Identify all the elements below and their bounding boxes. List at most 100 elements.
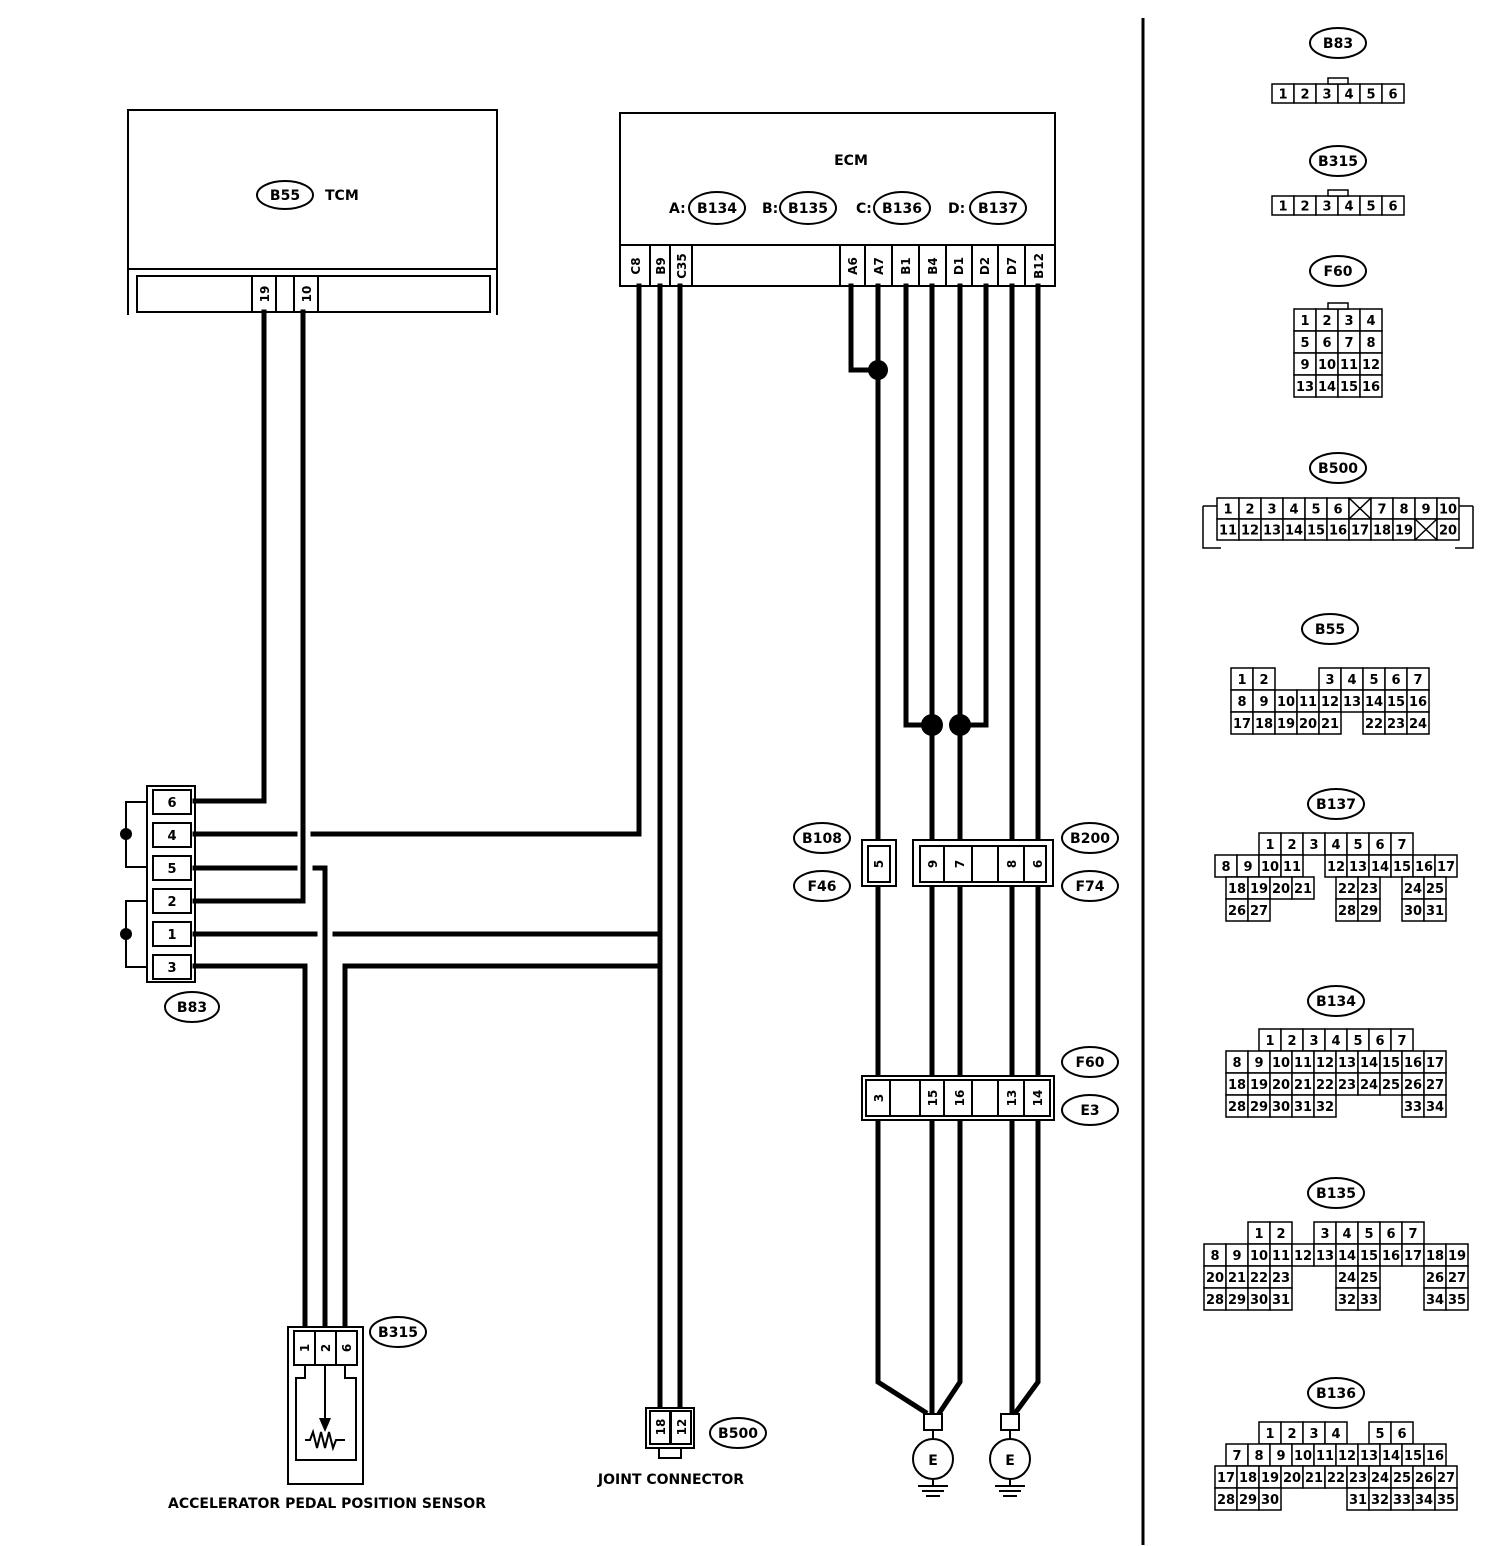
tcm-pin-10: 10	[300, 286, 314, 303]
connector-view-pin: 19	[1395, 524, 1413, 539]
connector-view-pin: 22	[1316, 1078, 1334, 1093]
connector-view-pin: 21	[1321, 717, 1339, 732]
connector-view-pin: 23	[1360, 882, 1378, 897]
connector-view-pin: 27	[1426, 1078, 1444, 1093]
connector-view-pin: 2	[1300, 88, 1309, 103]
connector-view-pin: 17	[1404, 1249, 1422, 1264]
connector-view-pin: 30	[1272, 1100, 1290, 1115]
connector-view-pin: 8	[1221, 860, 1230, 875]
connector-view-pin: 18	[1228, 1078, 1246, 1093]
connector-view-pin: 13	[1360, 1449, 1378, 1464]
connector-view-pin: 3	[1267, 503, 1276, 518]
b108-f46-connector: 5 B108 F46	[793, 822, 897, 902]
connector-view-pin: 15	[1393, 860, 1411, 875]
sensor-caption: ACCELERATOR PEDAL POSITION SENSOR	[168, 1496, 486, 1512]
connector-view-pin: 10	[1250, 1249, 1268, 1264]
connector-view-pin: 5	[1366, 200, 1375, 215]
connector-view-pin: 9	[1254, 1056, 1263, 1071]
connector-view-pin: 2	[1322, 314, 1331, 329]
b500-pin-12: 12	[675, 1419, 689, 1436]
b315-pin-6: 6	[340, 1344, 354, 1352]
b83-pin-1: 1	[167, 928, 176, 943]
connector-view-pin: 3	[1344, 314, 1353, 329]
connector-view-pin: 20	[1206, 1271, 1224, 1286]
connector-view-pin: 5	[1375, 1427, 1384, 1442]
connector-view-tag: B134	[1316, 994, 1356, 1010]
b315-tag: B315	[378, 1325, 418, 1341]
b315-pin-1: 1	[298, 1344, 312, 1352]
connector-view-pin: 22	[1327, 1471, 1345, 1486]
connector-view-pin: 4	[1347, 673, 1356, 688]
tcm-connector-tag: B55	[270, 188, 300, 204]
ecm-connector-b134: B134	[697, 201, 737, 217]
ecm-pin-b9: B9	[654, 257, 668, 275]
connector-view-pin: 7	[1397, 1034, 1406, 1049]
f60-e3-connector: 3 15 16 13 14 F60 E3	[861, 1046, 1119, 1126]
connector-view-pin: 15	[1340, 380, 1358, 395]
connector-view-pin: 6	[1322, 336, 1331, 351]
connector-view-pin: 30	[1261, 1493, 1279, 1508]
connector-view-pin: 20	[1299, 717, 1317, 732]
connector-view-pin: 11	[1299, 695, 1317, 710]
ecm-pin-d2: D2	[978, 257, 992, 275]
connector-view-pin: 16	[1426, 1449, 1444, 1464]
connector-view-pin: 1	[1265, 1427, 1274, 1442]
b83-pin-5: 5	[167, 862, 176, 877]
joint-caption: JOINT CONNECTOR	[597, 1472, 744, 1488]
connector-view-pin: 6	[1375, 838, 1384, 853]
tcm-pin-19: 19	[258, 286, 272, 303]
connector-view-pin: 20	[1272, 1078, 1290, 1093]
connector-view-pin: 6	[1391, 673, 1400, 688]
b200-pin-7: 7	[953, 860, 967, 868]
connector-view-pin: 28	[1217, 1493, 1235, 1508]
connector-view-pin: 35	[1448, 1293, 1466, 1308]
splice-a6-a7	[868, 360, 888, 380]
connector-view-pin: 6	[1388, 88, 1397, 103]
joint-connector: 18 12 B500 JOINT CONNECTOR	[597, 1407, 767, 1488]
connector-view-pin: 29	[1228, 1293, 1246, 1308]
f46-tag: F46	[807, 879, 836, 895]
ground-right-label: E	[1005, 1453, 1015, 1469]
connector-view-pin: 11	[1219, 524, 1237, 539]
connector-view-pin: 11	[1283, 860, 1301, 875]
ecm-pin-c8: C8	[629, 257, 643, 274]
connector-view-pin: 10	[1318, 358, 1336, 373]
connector-view-pin: 4	[1344, 200, 1353, 215]
connector-view-pin: 32	[1338, 1293, 1356, 1308]
connector-view-pin: 23	[1387, 717, 1405, 732]
connector-view-pin: 12	[1362, 358, 1380, 373]
connector-view-pin: 11	[1316, 1449, 1334, 1464]
b83-tag: B83	[177, 1000, 207, 1016]
connector-view-pin: 20	[1439, 524, 1457, 539]
connector-view-pin: 14	[1338, 1249, 1356, 1264]
connector-view-pin: 3	[1325, 673, 1334, 688]
f60-pin-16: 16	[953, 1090, 967, 1107]
connector-view-pin: 26	[1415, 1471, 1433, 1486]
connector-view-pin: 7	[1344, 336, 1353, 351]
connector-view-pin: 21	[1294, 882, 1312, 897]
connector-view-pin: 10	[1261, 860, 1279, 875]
connector-view-pin: 4	[1331, 838, 1340, 853]
connector-view-pin: 6	[1333, 503, 1342, 518]
ecm-pin-d1: D1	[952, 257, 966, 275]
splice-d1-d2	[949, 714, 971, 736]
connector-view-pin: 6	[1386, 1227, 1395, 1242]
connector-view-pin: 9	[1232, 1249, 1241, 1264]
b108-tag: B108	[802, 831, 842, 847]
connector-view-pin: 33	[1404, 1100, 1422, 1115]
connector-view-pin: 11	[1340, 358, 1358, 373]
connector-view-tag: B83	[1323, 36, 1353, 52]
connector-view-pin: 6	[1397, 1427, 1406, 1442]
resistor-icon	[305, 1428, 345, 1452]
connector-view-pin: 2	[1276, 1227, 1285, 1242]
f60-tag: F60	[1075, 1055, 1104, 1071]
connector-view-pin: 15	[1382, 1056, 1400, 1071]
b83-pin-6: 6	[167, 796, 176, 811]
connector-view-pin: 17	[1351, 524, 1369, 539]
